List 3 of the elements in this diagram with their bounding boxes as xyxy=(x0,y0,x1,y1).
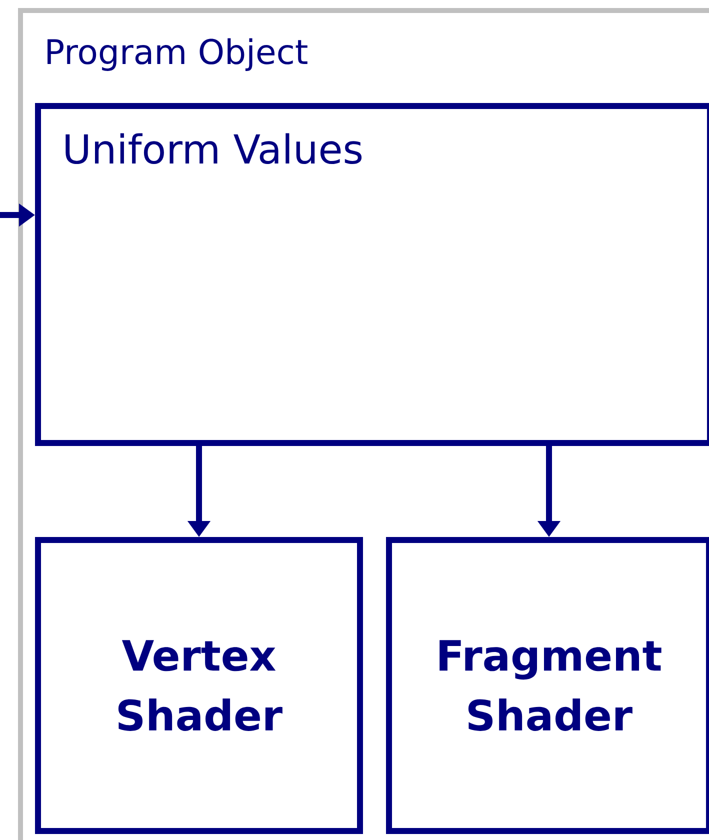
shader-box: Fragment Shader xyxy=(386,537,709,834)
shader-box: Vertex Shader xyxy=(35,537,363,834)
uniform-values-box: Uniform Values xyxy=(35,103,709,446)
